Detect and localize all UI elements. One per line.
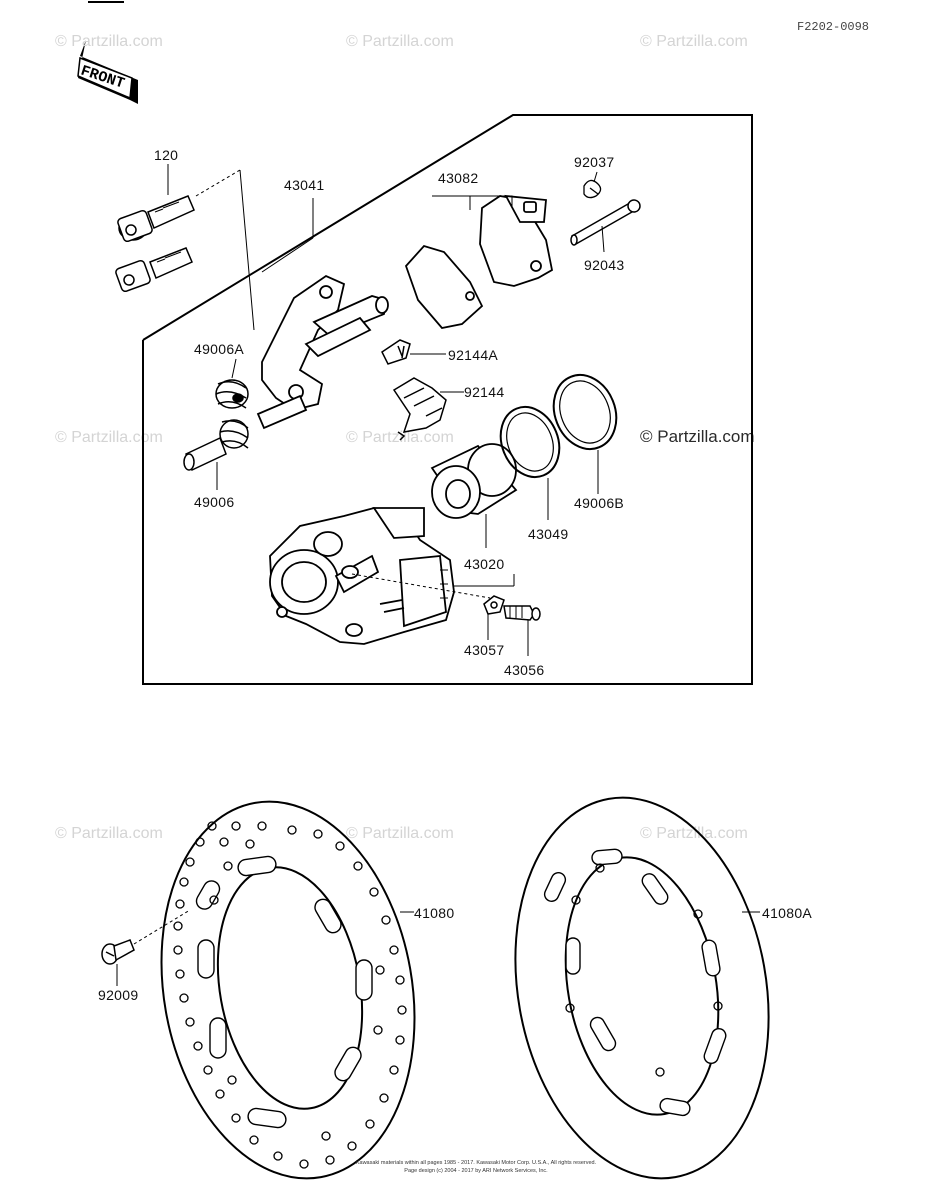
- part-label-41080: 41080: [414, 905, 454, 921]
- footer-page-design: Page design (c) 2004 - 2017 by ARI Netwo…: [404, 1168, 548, 1174]
- part-label-120: 120: [154, 147, 178, 163]
- watermark: © Partzilla.com: [55, 825, 163, 842]
- part-label-43020: 43020: [464, 556, 504, 572]
- part-label-43056: 43056: [504, 662, 544, 678]
- watermark: © Partzilla.com: [346, 33, 454, 50]
- pad-spring-icon: [381, 339, 411, 365]
- footer-copyright: Kawasaki materials within all pages 1985…: [356, 1160, 597, 1166]
- piston-icon: [430, 443, 518, 519]
- part-label-49006: 49006: [194, 494, 234, 510]
- part-label-49006A: 49006A: [194, 341, 244, 357]
- watermark-layer: © Partzilla.com © Partzilla.com © Partzi…: [55, 33, 755, 842]
- disc-screw-icon: [101, 939, 135, 965]
- part-label-92037: 92037: [574, 154, 614, 170]
- caliper-bracket-icon: [256, 274, 389, 430]
- part-label-43057: 43057: [464, 642, 504, 658]
- drilled-brake-disc-icon: [160, 800, 416, 1180]
- boot-icon: [215, 379, 249, 409]
- caliper-bolt-icon: [115, 195, 195, 293]
- watermark: © Partzilla.com: [640, 427, 755, 446]
- plain-brake-disc-icon: [514, 796, 770, 1180]
- pad-pin-icon: [570, 199, 641, 246]
- part-label-43049: 43049: [528, 526, 568, 542]
- part-label-92043: 92043: [584, 257, 624, 273]
- assembly-frame: [142, 114, 753, 685]
- part-label-43082: 43082: [438, 170, 478, 186]
- watermark: © Partzilla.com: [55, 429, 163, 446]
- slide-pin-icon: [183, 419, 249, 472]
- watermark: © Partzilla.com: [346, 429, 454, 446]
- part-label-43041: 43041: [284, 177, 324, 193]
- diagram-code: F2202-0098: [797, 20, 869, 34]
- part-label-41080A: 41080A: [762, 905, 812, 921]
- piston-seal-icon: [499, 406, 561, 478]
- part-label-49006B: 49006B: [574, 495, 624, 511]
- part-label-92144A: 92144A: [448, 347, 498, 363]
- brake-pad-icon: [404, 194, 554, 329]
- part-label-92009: 92009: [98, 987, 138, 1003]
- watermark: © Partzilla.com: [55, 33, 163, 50]
- pin-clip-icon: [583, 179, 602, 199]
- bleeder-cap-icon: [483, 595, 505, 615]
- watermark: © Partzilla.com: [640, 33, 748, 50]
- anti-rattle-spring-icon: [392, 377, 447, 441]
- bleeder-valve-icon: [503, 605, 541, 621]
- watermark: © Partzilla.com: [640, 825, 748, 842]
- watermark: © Partzilla.com: [346, 825, 454, 842]
- dust-seal-icon: [552, 374, 618, 450]
- part-label-92144: 92144: [464, 384, 504, 400]
- caliper-body-icon: [269, 507, 455, 645]
